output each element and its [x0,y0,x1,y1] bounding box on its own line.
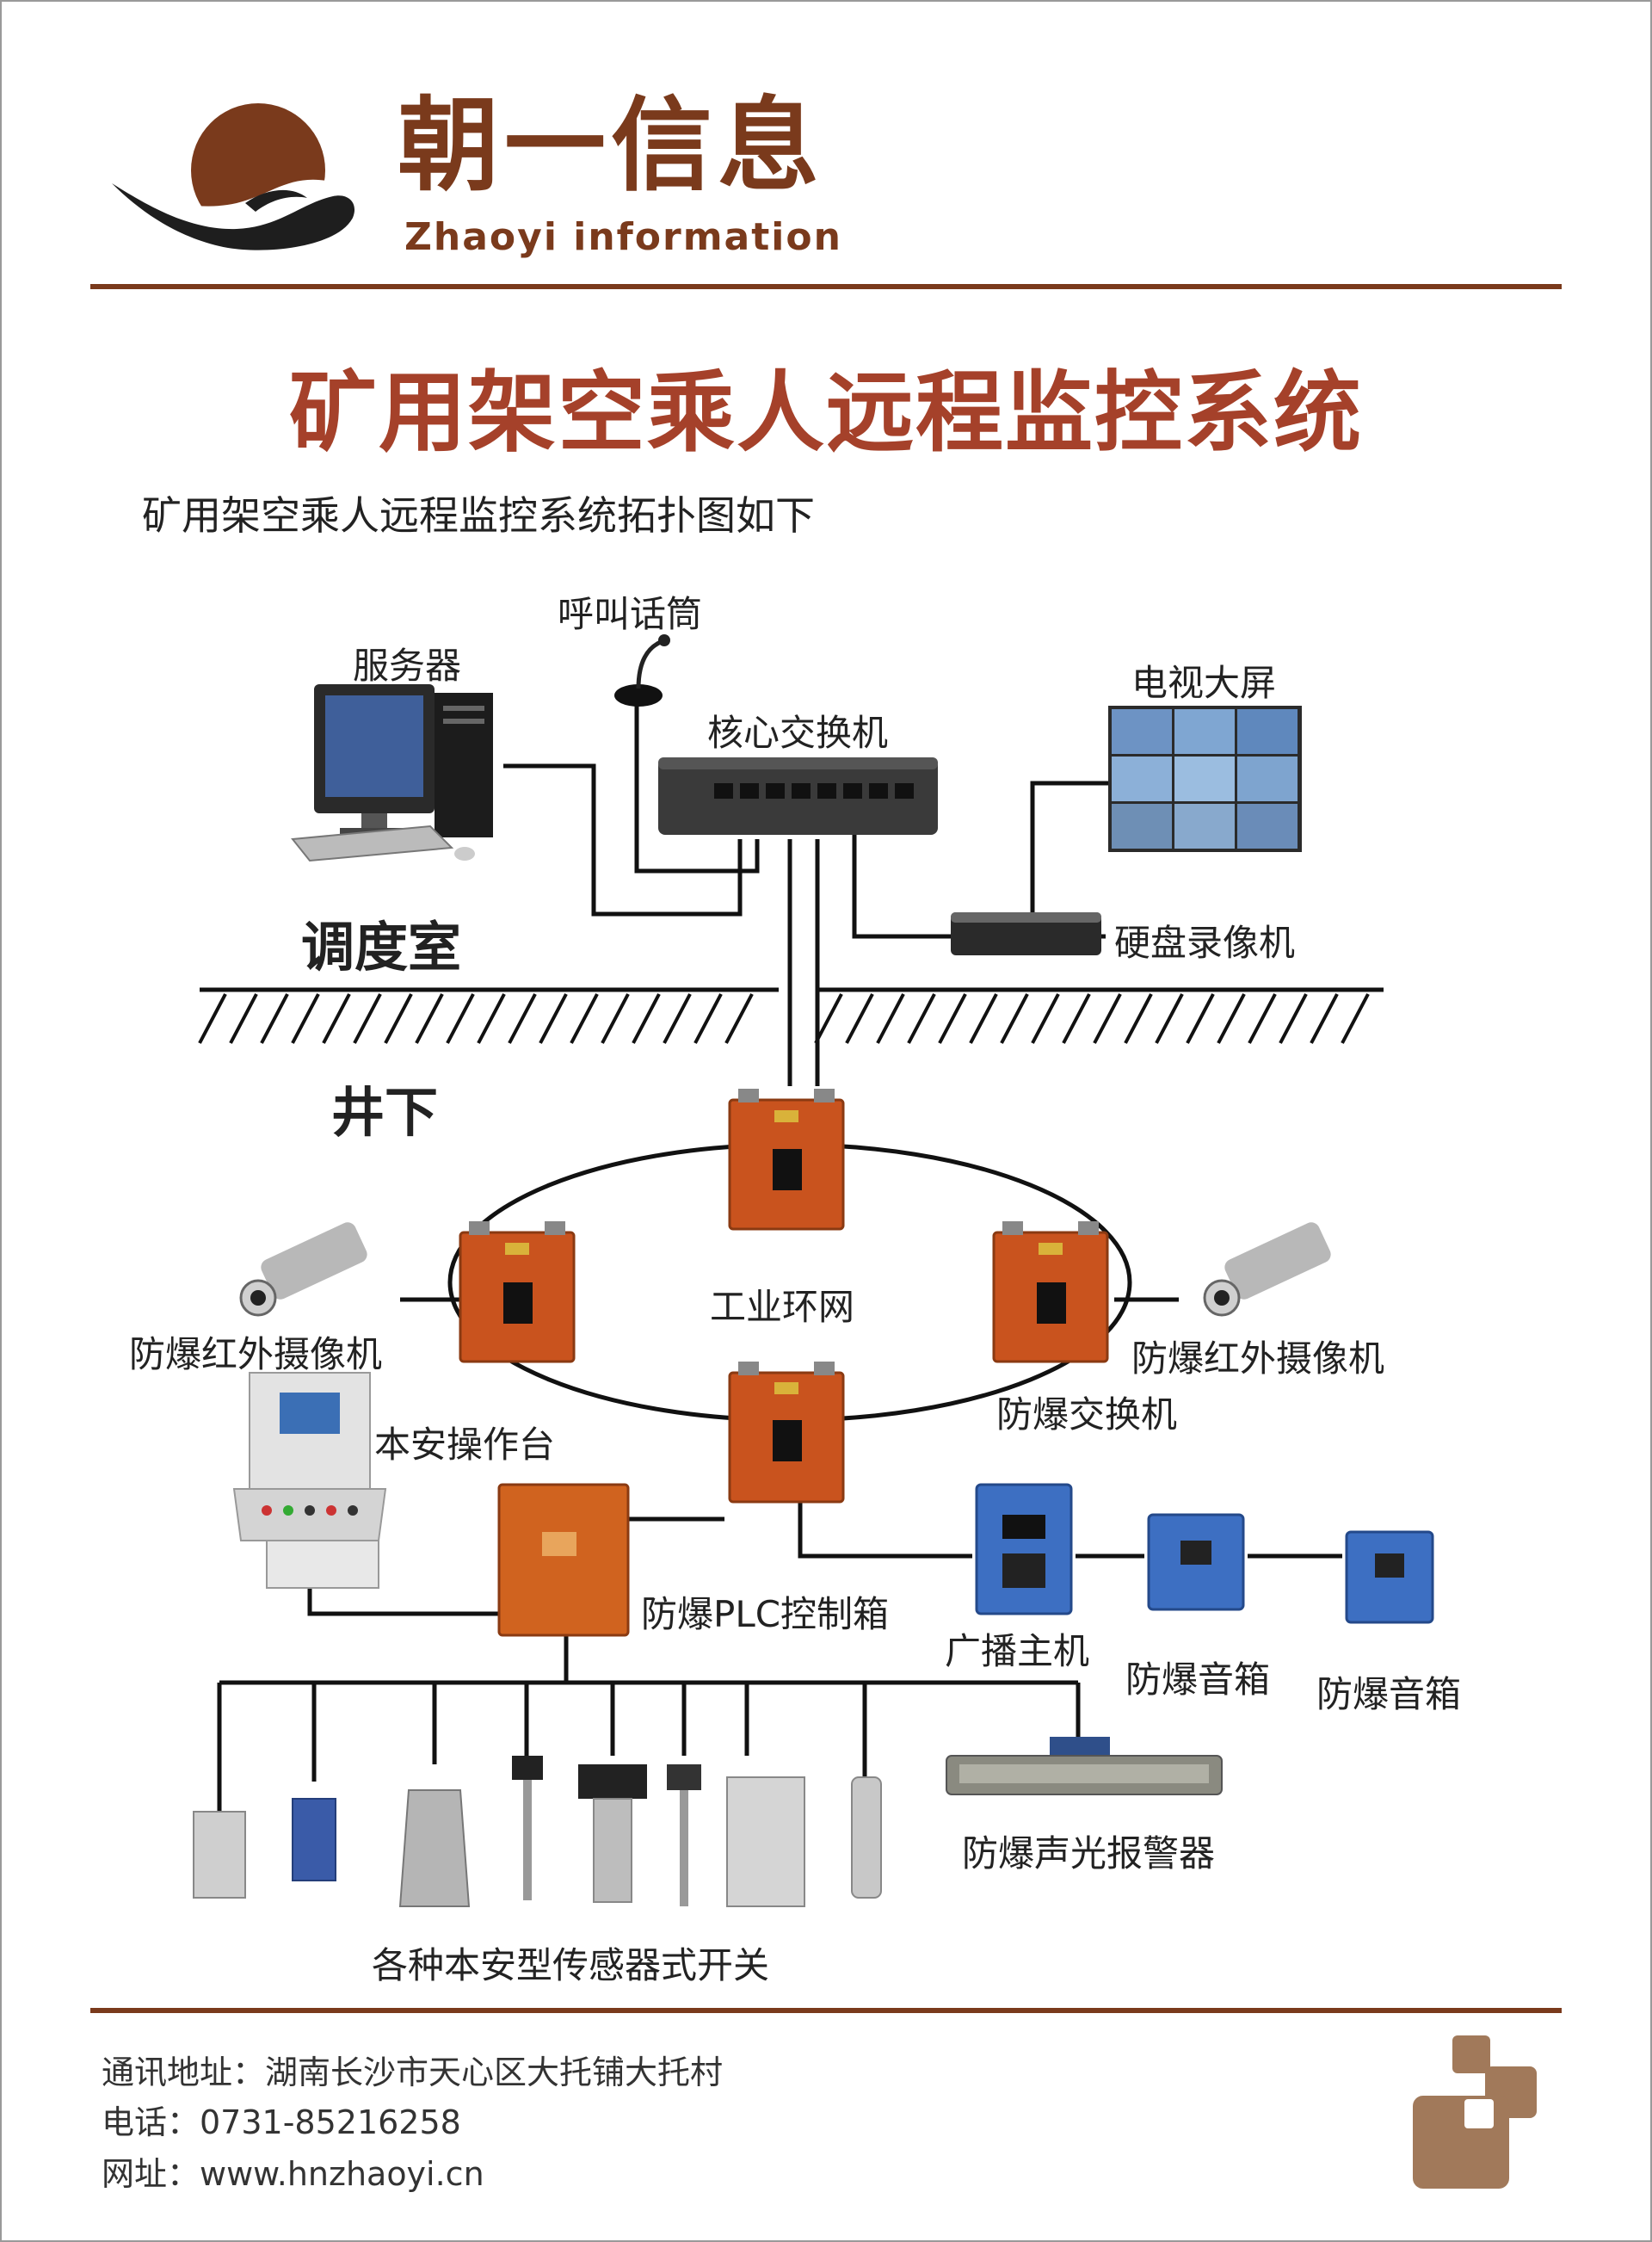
broadcast-host-label: 广播主机 [945,1630,1090,1672]
ex-switch-right-icon [992,1221,1109,1363]
footer-website: 网址：www.hnzhaoyi.cn [102,2155,484,2193]
camera-right-label: 防爆红外摄像机 [1131,1337,1385,1380]
sensor-icons [193,1756,882,1907]
plc-box-label: 防爆PLC控制箱 [641,1593,890,1635]
alarm-icon [946,1737,1223,1795]
ex-switch-top-icon [728,1089,845,1231]
camera-left-icon [239,1222,367,1317]
footer-rule [90,2008,1562,2013]
camera-right-icon [1203,1222,1331,1317]
tv-wall-label: 电视大屏 [1131,662,1277,704]
speaker-1-label: 防爆音箱 [1125,1658,1271,1701]
footer-address: 通讯地址：湖南长沙市天心区大托铺大托村 [102,2054,724,2091]
page-title: 矿用架空乘人远程监控系统 [289,362,1363,465]
page-subtitle: 矿用架空乘人远程监控系统拓扑图如下 [142,492,815,539]
ex-switch-bottom-icon [728,1362,845,1504]
ring-network-label: 工业环网 [710,1286,855,1328]
speaker-2-icon [1345,1530,1434,1624]
ex-switch-label: 防爆交换机 [996,1393,1178,1436]
microphone-label: 呼叫话筒 [558,593,703,635]
speaker-2-label: 防爆音箱 [1316,1673,1462,1715]
plc-box-icon [497,1483,630,1637]
console-icon [232,1372,387,1589]
nvr-icon [951,912,1101,955]
speaker-1-icon [1147,1513,1245,1611]
camera-left-label: 防爆红外摄像机 [129,1333,383,1375]
nvr-label: 硬盘录像机 [1114,922,1296,964]
ground-surface [198,987,1384,1044]
footer-logo-icon [1413,2035,1537,2189]
server-computer-icon [291,684,493,862]
core-switch-icon [658,757,938,835]
header-rule [90,284,1562,289]
footer-phone: 电话：0731-85216258 [102,2103,461,2141]
alarm-label: 防爆声光报警器 [962,1832,1216,1875]
microphone-icon [614,634,670,707]
underground-label: 井下 [331,1081,439,1144]
sensors-label: 各种本安型传感器式开关 [372,1944,770,1986]
tv-wall-icon [1108,706,1302,852]
ex-switch-left-icon [459,1221,576,1363]
core-switch-label: 核心交换机 [707,712,889,754]
broadcast-host-icon [975,1483,1073,1615]
console-label: 本安操作台 [374,1424,556,1466]
brand-logo-icon [112,103,361,250]
server-label: 服务器 [353,645,462,687]
brand-name-en: Zhaoyi information [404,215,842,259]
connection-lines [217,706,1342,1812]
brand-name-cn: 朝一信息 [398,86,825,205]
control-room-label: 调度室 [301,916,462,979]
